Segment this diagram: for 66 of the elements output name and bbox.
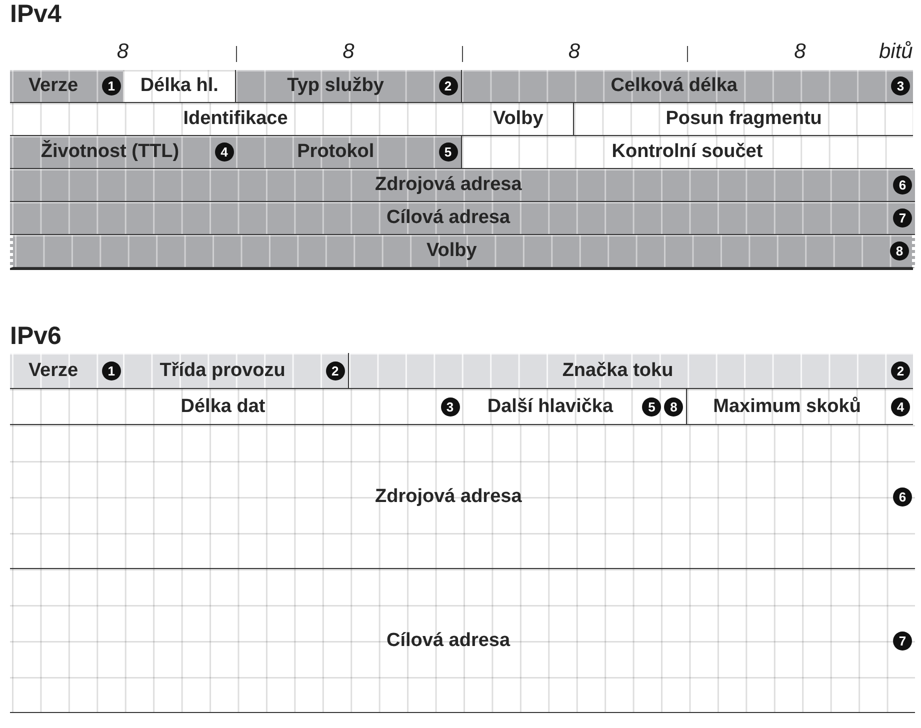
- bit-count: 8: [794, 40, 806, 64]
- field-label: Značka toku: [562, 360, 674, 382]
- callout-number: 4: [891, 397, 910, 416]
- field-label: Volby: [426, 240, 477, 262]
- field-label: Zdrojová adresa: [375, 174, 522, 196]
- field-label: Kontrolní součet: [612, 141, 763, 163]
- field-label: Délka hl.: [140, 75, 218, 97]
- unit-label: bitů: [879, 40, 913, 64]
- header-field: [10, 70, 125, 103]
- header-field: [10, 103, 464, 136]
- field-label: Identifikace: [183, 108, 288, 130]
- bit-count: 8: [116, 40, 129, 64]
- header-field: [348, 353, 913, 389]
- header-field: [574, 103, 913, 136]
- header-field: [10, 136, 238, 169]
- callout-number: 5: [438, 142, 458, 162]
- section-heading: IPv6: [10, 322, 62, 350]
- bit-count: 8: [342, 40, 354, 64]
- header-field: [236, 70, 462, 103]
- header-field: [462, 103, 574, 136]
- bit-count: 8: [568, 40, 580, 64]
- header-field: [10, 389, 464, 425]
- callout-number: 2: [438, 76, 458, 96]
- field-label: Životnost (TTL): [40, 141, 180, 163]
- field-label: Další hlavička: [487, 396, 614, 418]
- callout-number: 1: [102, 361, 121, 380]
- callout-number: 2: [891, 361, 910, 380]
- header-field: [122, 353, 349, 389]
- header-field: [122, 70, 236, 103]
- field-label: Délka dat: [180, 396, 266, 418]
- header-field: [462, 389, 688, 425]
- field-label: Protokol: [297, 141, 374, 163]
- callout-number: 5: [642, 397, 662, 416]
- header-field: [10, 202, 915, 235]
- field-label: Zdrojová adresa: [375, 486, 522, 508]
- header-field: [10, 235, 915, 268]
- header-field: [687, 389, 913, 425]
- field-label: Posun fragmentu: [666, 108, 822, 130]
- callout-number: 7: [893, 631, 912, 650]
- header-field: [10, 425, 915, 569]
- callout-number: 7: [893, 208, 912, 228]
- callout-number: 4: [214, 142, 234, 162]
- field-label: Verze: [28, 75, 78, 97]
- header-field: [10, 169, 915, 202]
- callout-number: 3: [440, 397, 460, 416]
- header-field: [236, 136, 462, 169]
- callout-number: 1: [102, 76, 121, 96]
- field-label: Cílová adresa: [386, 207, 510, 229]
- field-label: Celková délka: [610, 75, 738, 97]
- section-heading: IPv4: [10, 0, 62, 28]
- field-label: Volby: [492, 108, 544, 130]
- callout-number: 3: [891, 76, 910, 96]
- callout-number: 8: [890, 242, 909, 260]
- header-field: [462, 136, 913, 169]
- callout-number: 2: [326, 361, 345, 380]
- field-label: Cílová adresa: [386, 630, 510, 652]
- callout-number: 8: [664, 397, 684, 416]
- field-label: Třída provozu: [160, 360, 286, 382]
- header-field: [10, 353, 125, 389]
- header-field: [10, 569, 915, 713]
- field-label: Verze: [28, 360, 78, 382]
- callout-number: 6: [893, 487, 912, 506]
- callout-number: 6: [893, 176, 912, 194]
- field-label: Maximum skoků: [713, 396, 861, 418]
- header-field: [462, 70, 913, 103]
- field-label: Typ služby: [287, 75, 384, 97]
